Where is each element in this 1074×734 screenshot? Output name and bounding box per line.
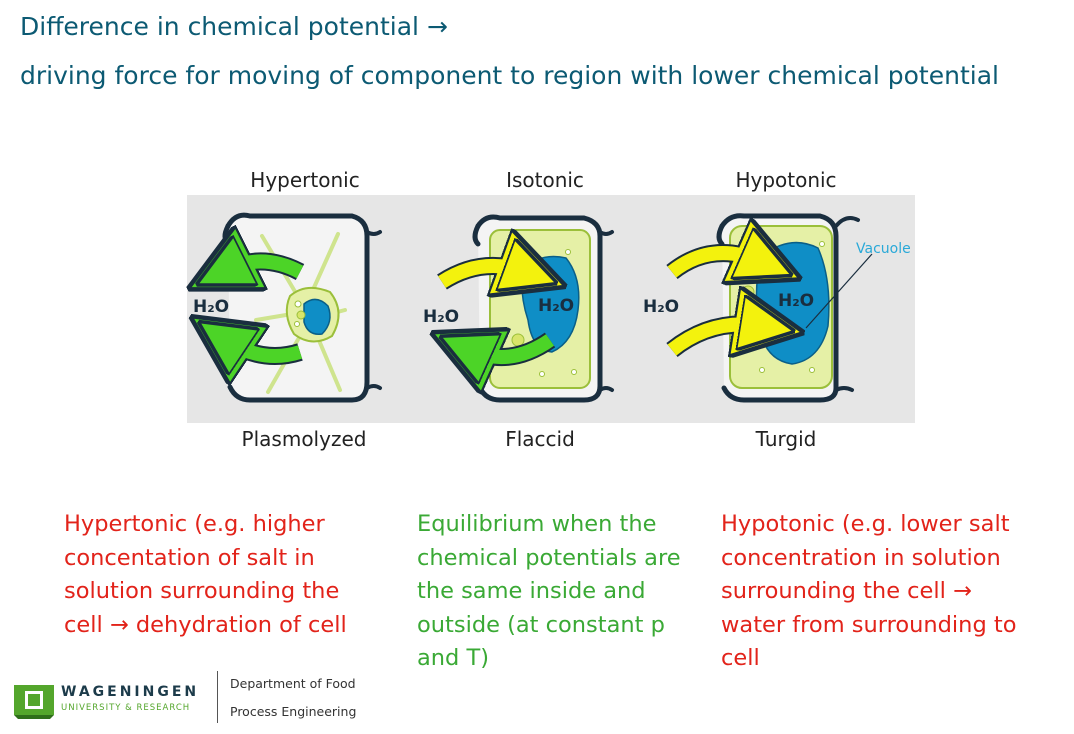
caption-line: chemical potentials are [417, 544, 681, 571]
caption-line: cell [721, 645, 760, 671]
h2o-label-vacuole-3: H₂O [778, 291, 814, 311]
caption-hypertonic: Hypertonic (e.g. higher concentation of … [64, 508, 347, 642]
cell-flaccid [442, 214, 614, 403]
caption-hypotonic: Hypotonic (e.g. lower salt concentration… [721, 508, 1016, 676]
vacuole-label: Vacuole [856, 241, 911, 257]
department-line2: Process Engineering [230, 704, 357, 719]
footer-divider [217, 671, 218, 723]
label-plasmolyzed: Plasmolyzed [241, 427, 367, 451]
slide-title-line1: Difference in chemical potential → [20, 12, 448, 41]
brand-name: WAGENINGEN [61, 684, 200, 700]
caption-line: Hypertonic (e.g. higher [64, 511, 325, 537]
h2o-label-outside-3: H₂O [643, 297, 679, 317]
caption-line: the same inside and [417, 578, 646, 604]
brand-subtitle: UNIVERSITY & RESEARCH [61, 703, 191, 713]
wur-logo-icon [14, 685, 54, 719]
h2o-label-vacuole-2: H₂O [538, 296, 574, 316]
label-hypotonic: Hypotonic [735, 168, 837, 192]
label-turgid: Turgid [755, 427, 817, 451]
caption-line: Hypotonic (e.g. lower salt [721, 511, 1010, 537]
label-isotonic: Isotonic [506, 168, 584, 192]
label-flaccid: Flaccid [505, 427, 575, 451]
caption-isotonic: Equilibrium when the chemical potentials… [417, 508, 681, 676]
caption-line: outside (at constant p [417, 611, 665, 638]
caption-line: cell → dehydration of cell [64, 611, 347, 638]
caption-line: solution surrounding the [64, 578, 340, 604]
h2o-label-outside-1: H₂O [193, 297, 229, 317]
h2o-label-outside-2: H₂O [423, 307, 459, 327]
caption-line: water from surrounding to [721, 611, 1017, 638]
department-line1: Department of Food [230, 676, 356, 691]
caption-line: surrounding the cell → [721, 578, 972, 604]
caption-line: concentration in solution [721, 544, 1001, 571]
cell-plasmolyzed [225, 212, 382, 403]
cell-turgid [666, 213, 873, 403]
caption-line: Equilibrium when the [417, 511, 657, 537]
label-hypertonic: Hypertonic [250, 168, 360, 192]
slide-title-line2: driving force for moving of component to… [20, 61, 999, 90]
caption-line: and T) [417, 645, 490, 671]
caption-line: concentation of salt in [64, 544, 315, 571]
